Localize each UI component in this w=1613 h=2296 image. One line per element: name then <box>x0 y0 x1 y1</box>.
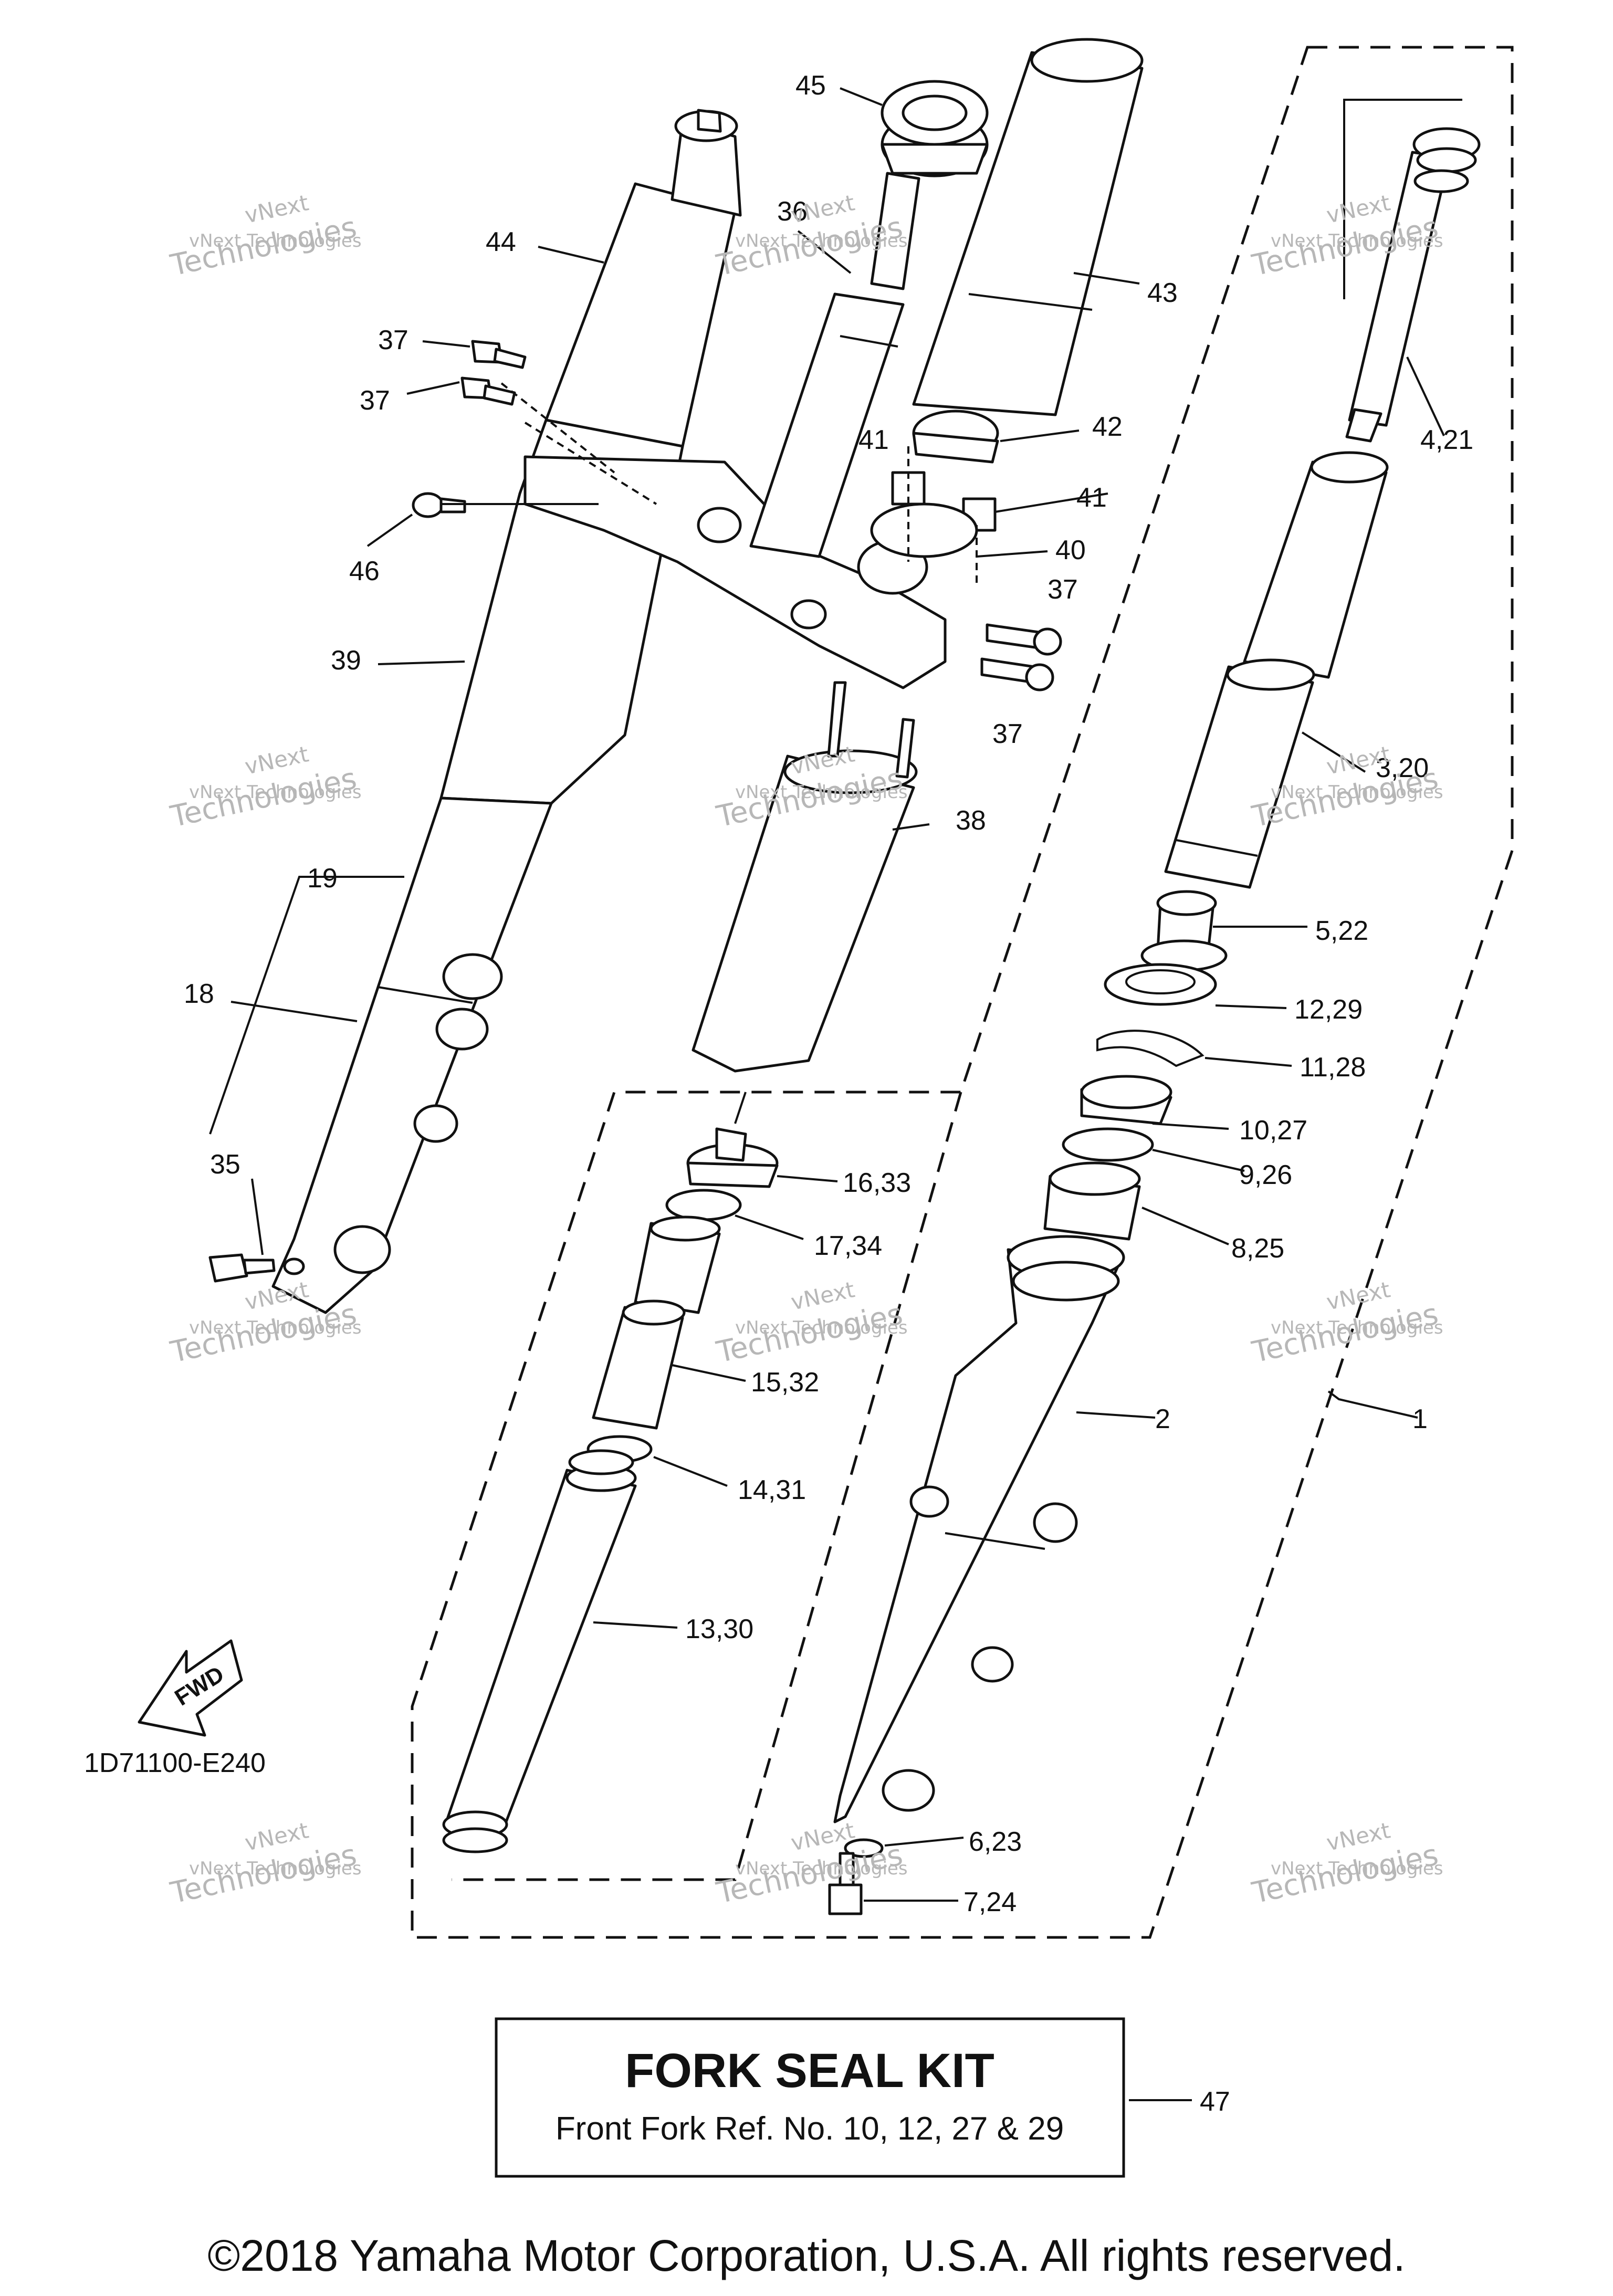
part-labels: 45 44 36 43 37 37 42 41 41 40 46 37 39 3… <box>184 70 1473 2117</box>
label-41-b: 41 <box>1076 483 1107 513</box>
label-47: 47 <box>1200 2087 1230 2117</box>
seal-washer <box>1062 1127 1154 1162</box>
forward-arrow-icon: FWD <box>138 1639 243 1737</box>
steering-bearing <box>881 80 989 177</box>
watermark-text: vNext Technologies <box>735 1317 908 1338</box>
watermark-text: vNext Technologies <box>1271 1858 1443 1879</box>
label-16-33: 16,33 <box>843 1168 911 1198</box>
fork-seal-kit-box: FORK SEAL KIT Front Fork Ref. No. 10, 12… <box>495 2017 1125 2178</box>
label-38: 38 <box>956 805 986 836</box>
collar <box>912 410 999 464</box>
drain-bolt <box>828 1852 863 1915</box>
watermark-text: vNext Technologies <box>189 230 362 251</box>
watermark-text: vNext Technologies <box>735 230 908 251</box>
kit-title: FORK SEAL KIT <box>625 2044 994 2098</box>
label-41-a: 41 <box>858 425 889 455</box>
label-37-c: 37 <box>1048 574 1078 605</box>
label-18: 18 <box>184 979 214 1009</box>
label-10-27: 10,27 <box>1239 1115 1307 1146</box>
damper-rod <box>1345 127 1481 443</box>
label-9-26: 9,26 <box>1239 1160 1292 1190</box>
fork-spring-upper <box>1243 451 1389 679</box>
bracket-bolts-lower <box>980 623 1062 691</box>
assembly-group-outline <box>411 46 1514 1939</box>
watermark-text: vNext Technologies <box>1271 1317 1443 1338</box>
watermark-text: vNext Technologies <box>189 1858 362 1879</box>
watermark-text: vNext Technologies <box>189 1317 362 1338</box>
copyright-notice: ©2018 Yamaha Motor Corporation, U.S.A. A… <box>207 2231 1405 2280</box>
label-37-b: 37 <box>360 385 390 416</box>
retaining-clip <box>1096 1030 1204 1067</box>
diagram-code: 1D71100-E240 <box>84 1748 266 1778</box>
label-4-21: 4,21 <box>1420 425 1473 455</box>
lower-cover <box>692 681 918 1073</box>
label-17-34: 17,34 <box>814 1231 882 1261</box>
fork-spring-lower <box>1164 658 1315 889</box>
label-14-31: 14,31 <box>738 1475 806 1505</box>
watermark-text: vNext Technologies <box>189 782 362 803</box>
label-42: 42 <box>1092 412 1123 442</box>
label-2: 2 <box>1155 1404 1170 1434</box>
axle-bolt <box>208 1253 248 1283</box>
label-3-20: 3,20 <box>1376 753 1429 783</box>
label-43: 43 <box>1147 278 1178 308</box>
label-1: 1 <box>1412 1404 1428 1434</box>
bracket-bolts-upper <box>460 340 527 406</box>
label-44: 44 <box>486 227 516 257</box>
oil-lock-piece <box>1140 890 1228 972</box>
label-37-a: 37 <box>378 325 409 355</box>
inner-fork-parts <box>442 1127 779 1853</box>
label-19: 19 <box>307 863 338 894</box>
drain-washer <box>844 1838 884 1858</box>
label-35: 35 <box>210 1149 240 1180</box>
label-5-22: 5,22 <box>1315 916 1368 946</box>
watermark-text: vNext Technologies <box>735 782 908 803</box>
label-11-28: 11,28 <box>1300 1052 1366 1083</box>
watermark-text: vNext Technologies <box>1271 782 1443 803</box>
label-15-32: 15,32 <box>751 1367 819 1398</box>
watermark-text: vNext Technologies <box>1271 230 1443 251</box>
label-6-23: 6,23 <box>969 1827 1022 1857</box>
fork-upper-tube <box>544 182 737 448</box>
label-7-24: 7,24 <box>963 1887 1017 1917</box>
label-8-25: 8,25 <box>1231 1233 1284 1264</box>
watermark-text: vNext Technologies <box>735 1858 908 1879</box>
assembled-fork <box>208 109 742 1314</box>
label-13-30: 13,30 <box>685 1614 753 1644</box>
outer-tube <box>833 1235 1125 1823</box>
upper-cover <box>912 38 1144 416</box>
slide-metal <box>1043 1161 1141 1241</box>
kit-subtitle: Front Fork Ref. No. 10, 12, 27 & 29 <box>556 2111 1064 2147</box>
label-37-d: 37 <box>992 719 1023 749</box>
label-46: 46 <box>349 556 380 586</box>
bracket-washer <box>870 502 978 558</box>
label-45: 45 <box>795 70 826 101</box>
label-12-29: 12,29 <box>1294 994 1363 1025</box>
label-36: 36 <box>777 196 808 227</box>
pinch-bolt <box>412 492 466 518</box>
label-39: 39 <box>331 645 361 676</box>
inner-group-outline <box>452 1092 962 1881</box>
steering-stem <box>749 172 920 558</box>
fork-lower-leg <box>271 796 553 1314</box>
label-40: 40 <box>1055 535 1086 565</box>
leader-lines <box>209 87 1462 2101</box>
